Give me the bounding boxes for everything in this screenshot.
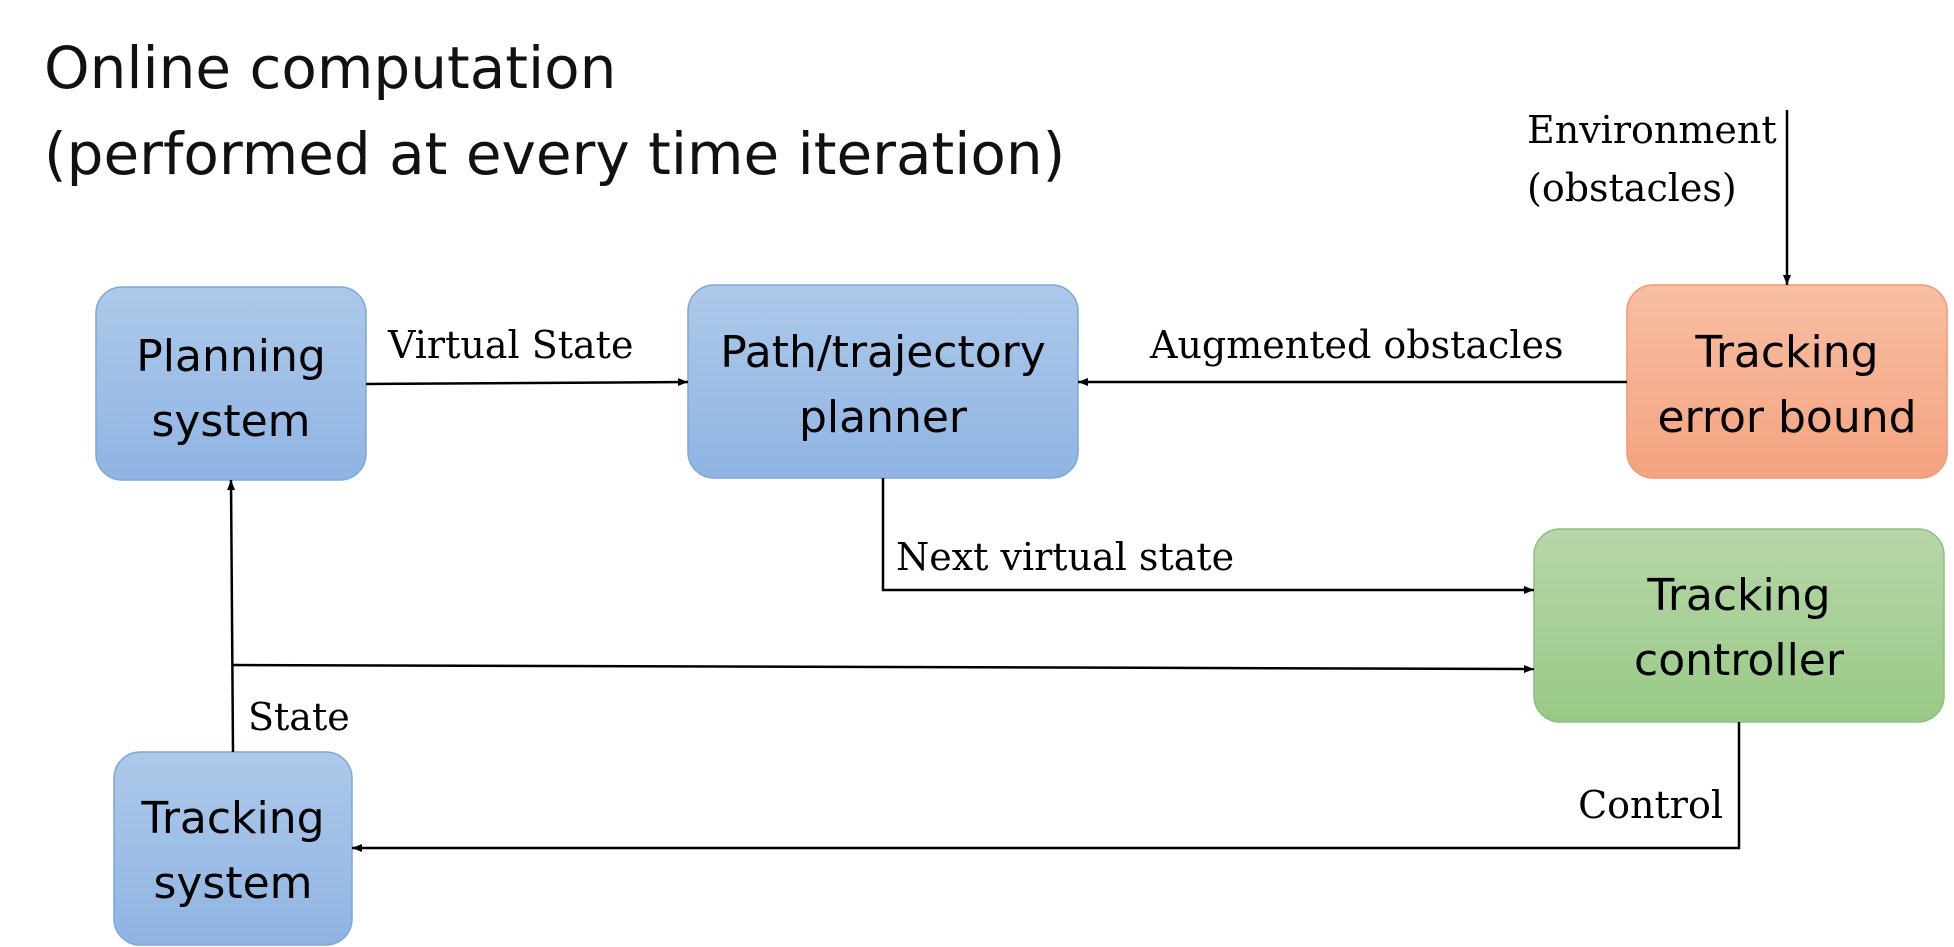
planning-system-box xyxy=(95,286,367,481)
arrow-control xyxy=(352,722,1741,852)
arrow-next-virtual-state xyxy=(881,478,1534,594)
tracking-system-box xyxy=(113,751,353,946)
page-title-line-1: Online computation xyxy=(44,34,616,102)
label-virtual-state: Virtual State xyxy=(387,323,633,367)
label-state: State xyxy=(248,695,350,739)
label-next-virtual-state: Next virtual state xyxy=(896,535,1234,579)
tracking-controller-label-line-2: controller xyxy=(1634,635,1845,686)
label-environment-line-2: (obstacles) xyxy=(1527,166,1737,210)
tracking-error-bound-box xyxy=(1626,284,1948,479)
node-planning-system: Planning system xyxy=(95,286,367,481)
tracking-error-bound-label-line-2: error bound xyxy=(1657,392,1916,443)
path-planner-box xyxy=(687,284,1079,479)
path-planner-label-line-2: planner xyxy=(799,392,968,443)
label-environment-line-1: Environment xyxy=(1527,108,1777,152)
page-title-line-2: (performed at every time iteration) xyxy=(44,120,1065,188)
tracking-controller-box xyxy=(1533,528,1945,723)
planning-system-label-line-2: system xyxy=(151,396,310,447)
node-tracking-error-bound: Tracking error bound xyxy=(1626,284,1948,479)
node-tracking-system: Tracking system xyxy=(113,751,353,946)
tracking-system-label-line-2: system xyxy=(153,858,312,909)
node-tracking-controller: Tracking controller xyxy=(1533,528,1945,723)
label-control: Control xyxy=(1578,783,1723,827)
arrow-virtual-state xyxy=(365,378,689,387)
tracking-system-label-line-1: Tracking xyxy=(140,793,324,844)
node-path-trajectory-planner: Path/trajectory planner xyxy=(687,284,1079,479)
label-augmented-obstacles: Augmented obstacles xyxy=(1149,323,1563,367)
path-planner-label-line-1: Path/trajectory xyxy=(720,327,1046,378)
arrow-state-to-planning xyxy=(227,479,236,753)
planning-system-label-line-1: Planning xyxy=(136,331,326,382)
arrow-state-to-controller xyxy=(231,663,1535,673)
tracking-error-bound-label-line-1: Tracking xyxy=(1694,327,1878,378)
tracking-controller-label-line-1: Tracking xyxy=(1646,570,1830,621)
